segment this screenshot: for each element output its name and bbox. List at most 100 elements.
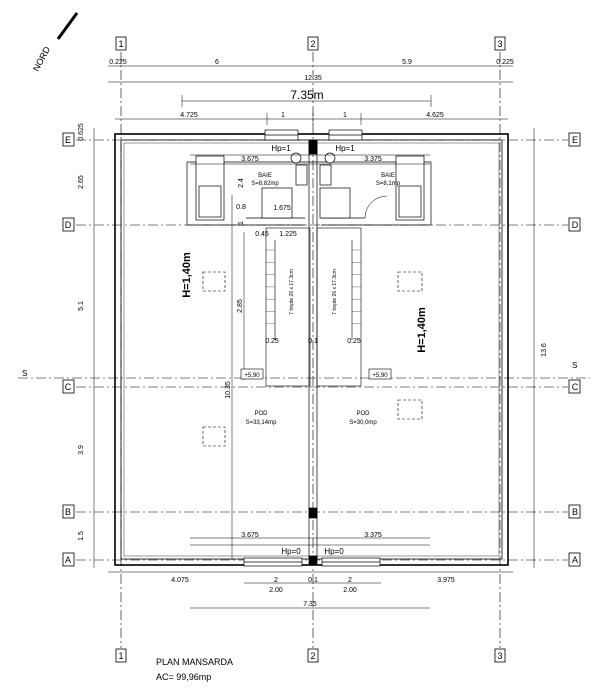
axis-markers <box>62 36 581 663</box>
room-baie-left-area: S=8,82mp <box>251 181 279 187</box>
plan-area: AC= 99,96mp <box>156 672 211 682</box>
dim-inner-285: 2.85 <box>237 299 244 313</box>
bottom-windows <box>243 557 381 567</box>
room-labels: BAIE S=8,82mp BAIE S=8,1mp POD S=33,14mp… <box>246 173 401 426</box>
dim-inner-24: 2.4 <box>238 178 245 188</box>
inner-wall-line <box>123 142 500 557</box>
dim-top-1b: 1 <box>343 112 347 119</box>
height-right: H=1,40m <box>416 307 428 353</box>
axis-left-e: E <box>65 135 71 145</box>
dim-bot-2b: 2 <box>348 577 352 584</box>
room-pod-left-name: POD <box>254 411 268 417</box>
dim-inner-045: 0.45 <box>255 231 269 238</box>
dim-inner-1035: 10.35 <box>225 381 232 399</box>
stair-steps <box>266 249 361 324</box>
dim-bot-200a: 2.00 <box>269 587 283 594</box>
vent-squares <box>202 271 423 447</box>
dim-inner-1225: 1.225 <box>279 231 297 238</box>
bottom-dimension-text: 4.075 2 0.1 2 3.975 2.00 2.00 7.35 <box>171 577 455 608</box>
dim-inner-3375-top: 3.375 <box>364 156 382 163</box>
section-right: S <box>572 361 577 370</box>
horizontal-axes <box>18 139 590 561</box>
door-swing <box>364 195 388 219</box>
side-dimension-lines <box>93 128 535 568</box>
column-bottom <box>308 555 318 566</box>
stairs <box>265 227 362 387</box>
dim-top-overall: 12.35 <box>304 75 322 82</box>
stair-note-right: 7 trepte 26 x 17.3cm <box>332 269 338 315</box>
dim-inner-1675: 1.675 <box>273 205 291 212</box>
room-baie-left-name: BAIE <box>258 173 272 179</box>
dim-left-0625: 0.625 <box>78 123 85 141</box>
dim-inner-1: 1 <box>238 221 245 225</box>
dim-top-inner: 7.35m <box>290 88 323 102</box>
sanitary-fixtures <box>195 152 425 221</box>
room-pod-right-area: S=30,0mp <box>349 420 377 426</box>
room-baie-right-name: BAIE <box>381 173 395 179</box>
axis-top-3: 3 <box>497 39 502 49</box>
axis-right-e: E <box>572 135 578 145</box>
dim-top-1a: 1 <box>281 112 285 119</box>
hp-labels: Hp=1 Hp=1 Hp=0 Hp=0 <box>271 144 355 556</box>
top-dimension-text: 0.225 6 5.9 0.225 12.35 7.35m 4.725 1 1 … <box>109 59 514 119</box>
dim-top-6: 6 <box>215 59 219 66</box>
dim-inner-025b: 0.25 <box>347 338 361 345</box>
axis-left-c: C <box>65 382 72 392</box>
room-baie-right-area: S=8,1mp <box>376 181 401 187</box>
dim-top-4725: 4.725 <box>180 112 198 119</box>
axis-right-d: D <box>572 220 579 230</box>
dim-inner-01: 0.1 <box>308 338 318 345</box>
section-left: S <box>22 369 27 378</box>
north-label: NORD <box>31 44 53 73</box>
stair-notes: 7 trepte 26 x 17.3cm 7 trepte 26 x 17.3c… <box>289 269 338 315</box>
top-windows <box>264 129 363 141</box>
dim-bot-4075: 4.075 <box>171 577 189 584</box>
axis-left-d: D <box>65 220 72 230</box>
dim-inner-3675-bot: 3.675 <box>241 532 259 539</box>
dim-top-4625: 4.625 <box>426 112 444 119</box>
axis-right-c: C <box>572 382 579 392</box>
dim-top-59: 5.9 <box>402 59 412 66</box>
hp-bottom-right: Hp=0 <box>324 547 344 556</box>
dim-bot-2a: 2 <box>274 577 278 584</box>
axis-bottom-1: 1 <box>118 651 123 661</box>
axis-labels: 1 2 3 1 2 3 E D C B A E D C B A <box>65 39 579 661</box>
plan-title: PLAN MANSARDA <box>156 657 233 667</box>
dim-inner-025a: 0.25 <box>265 338 279 345</box>
dim-bot-200b: 2.00 <box>343 587 357 594</box>
dim-inner-3675-top: 3.675 <box>241 156 259 163</box>
top-dimension-lines <box>108 65 513 125</box>
axis-left-b: B <box>65 507 71 517</box>
level-boxes <box>240 368 392 380</box>
stair-note-left: 7 trepte 26 x 17.3cm <box>289 269 295 315</box>
dim-bot-735: 7.35 <box>303 601 317 608</box>
axis-top-1: 1 <box>118 39 123 49</box>
footer: PLAN MANSARDA AC= 99,96mp <box>156 657 233 682</box>
dim-left-51: 5.1 <box>78 301 85 311</box>
outer-wall <box>114 133 509 566</box>
dim-left-15: 1.5 <box>78 531 85 541</box>
room-pod-right-name: POD <box>356 411 370 417</box>
dim-top-0225a: 0.225 <box>109 59 127 66</box>
room-pod-left-area: S=33,14mp <box>246 420 278 426</box>
axis-bottom-3: 3 <box>497 651 502 661</box>
axis-left-a: A <box>65 555 71 565</box>
hp-top-left: Hp=1 <box>271 144 291 153</box>
column-mid <box>308 507 318 519</box>
axis-right-b: B <box>572 507 578 517</box>
dim-right-136: 13.6 <box>541 343 548 357</box>
dim-inner-08: 0.8 <box>236 204 246 211</box>
north-arrow <box>56 12 79 40</box>
axis-bottom-2: 2 <box>310 651 315 661</box>
inner-wall <box>120 139 503 560</box>
dim-bot-3975: 3.975 <box>437 577 455 584</box>
bottom-dimension-lines <box>108 154 513 609</box>
hp-top-right: Hp=1 <box>335 144 355 153</box>
section-marks: S S <box>22 361 577 378</box>
level-right: +5,90 <box>372 373 388 379</box>
dim-bot-01: 0.1 <box>308 577 318 584</box>
dim-left-265: 2.65 <box>78 175 85 189</box>
level-left: +5,90 <box>244 373 260 379</box>
